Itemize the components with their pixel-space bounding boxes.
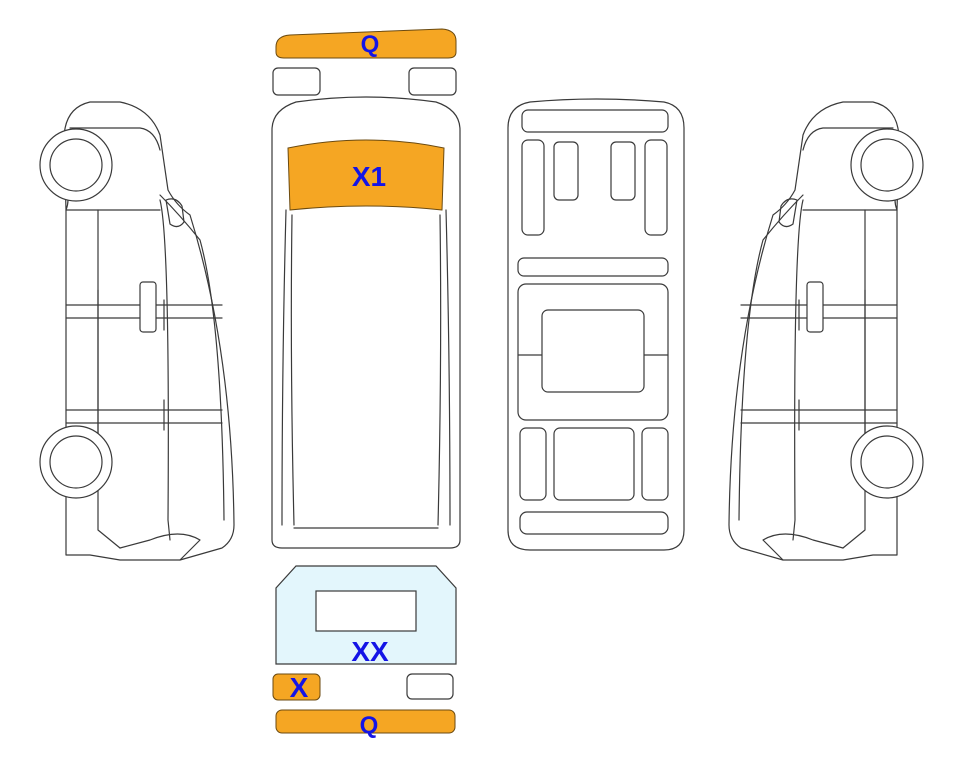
van-rear-view: XX X Q — [272, 565, 457, 739]
van-left-side-view — [39, 101, 235, 561]
rear-bumper-label: Q — [360, 712, 379, 739]
rear-light-left-damage — [272, 673, 321, 701]
van-right-side-view — [728, 101, 924, 561]
windshield-label: X1 — [352, 161, 386, 192]
right-headlight — [408, 67, 457, 96]
left-headlight — [272, 67, 321, 96]
windshield-damage — [287, 139, 445, 211]
rear-light-right — [406, 673, 454, 700]
rear-window — [315, 590, 417, 632]
rear-light-left-label: X — [290, 672, 309, 703]
van-top-view: Q X1 — [271, 28, 461, 549]
front-wheel — [39, 128, 113, 202]
rear-bumper-damage — [275, 709, 456, 734]
rear-door-label: XX — [351, 636, 389, 667]
van-underside-view — [507, 98, 685, 551]
rear-wheel — [39, 425, 113, 499]
front-bumper-label: Q — [361, 31, 380, 58]
front-bumper-damage — [275, 28, 457, 59]
